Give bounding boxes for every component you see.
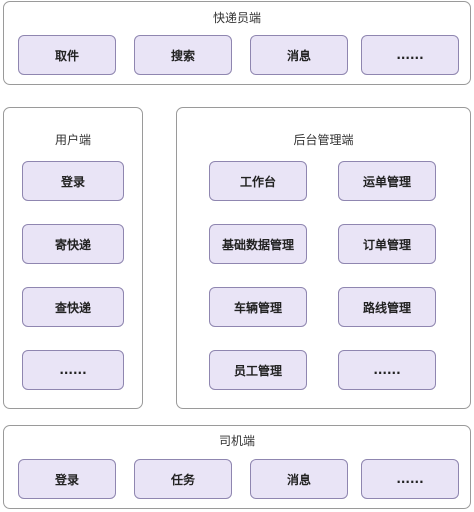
admin-item-waybill: 运单管理 [338,161,436,201]
driver-item-task: 任务 [134,459,232,499]
admin-item-order: 订单管理 [338,224,436,264]
driver-panel-title: 司机端 [218,434,255,448]
courier-item-search: 搜索 [134,35,232,75]
user-item-more: ...... [22,350,124,390]
courier-item-more: ...... [361,35,459,75]
driver-panel: 司机端 登录 任务 消息 ...... [3,425,471,509]
driver-item-more: ...... [361,459,459,499]
user-panel-title: 用户端 [54,133,91,147]
courier-item-pickup: 取件 [18,35,116,75]
admin-panel-title: 后台管理端 [293,133,354,147]
user-panel: 用户端 登录 寄快递 查快递 ...... [3,107,143,409]
admin-item-basic-data: 基础数据管理 [209,224,307,264]
admin-item-route: 路线管理 [338,287,436,327]
admin-panel: 后台管理端 工作台 运单管理 基础数据管理 订单管理 车辆管理 路线管理 员工管… [176,107,471,409]
admin-item-vehicle: 车辆管理 [209,287,307,327]
user-item-send: 寄快递 [22,224,124,264]
courier-panel: 快递员端 取件 搜索 消息 ...... [3,1,471,85]
user-item-track: 查快递 [22,287,124,327]
courier-item-message: 消息 [250,35,348,75]
driver-item-login: 登录 [18,459,116,499]
admin-item-staff: 员工管理 [209,350,307,390]
courier-panel-title: 快递员端 [212,11,261,25]
admin-item-workbench: 工作台 [209,161,307,201]
admin-item-more: ...... [338,350,436,390]
user-item-login: 登录 [22,161,124,201]
driver-item-message: 消息 [250,459,348,499]
